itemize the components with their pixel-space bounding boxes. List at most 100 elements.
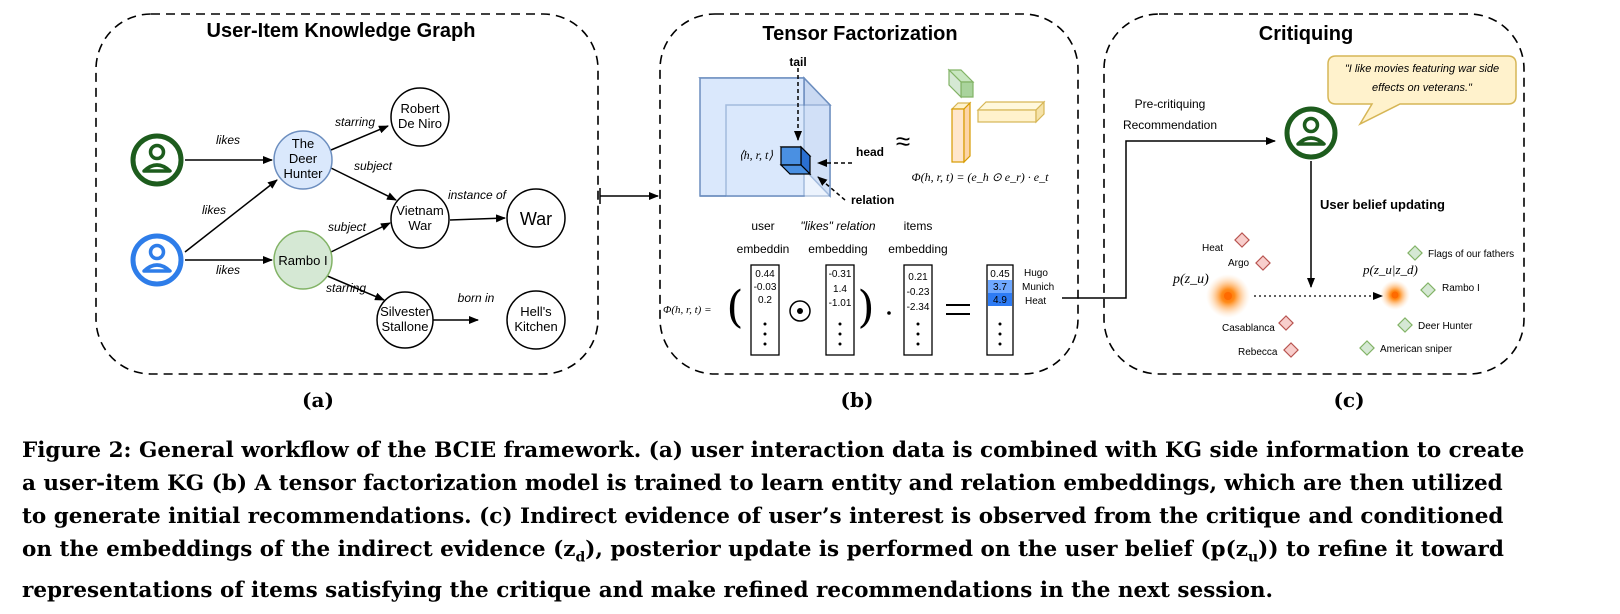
entry-cube: [779, 145, 812, 176]
green-item-label-american-sniper: American sniper: [1380, 344, 1453, 355]
items-header-2: embedding: [888, 242, 947, 256]
panel-c: Critiquing Pre-critiquing Recommendation…: [1103, 13, 1525, 412]
panel-c-label: (c): [1333, 388, 1364, 412]
speech-bubble: "I like movies featuring war side effect…: [1327, 55, 1517, 126]
relation-header-1: "likes" relation: [800, 219, 876, 233]
result-name-heat: Heat: [1025, 296, 1046, 307]
panel-b-frame: [659, 13, 1079, 375]
result-name-munich: Munich: [1022, 282, 1054, 293]
caption-line-3: to generate initial recommendations. (c)…: [22, 504, 1504, 529]
panel-a-title: User-Item Knowledge Graph: [207, 20, 476, 42]
red-item-argo: Argo: [1228, 255, 1271, 271]
edge-label-likes-3: likes: [216, 263, 240, 277]
relation-header-2: embedding: [808, 242, 867, 256]
items-header-1: items: [904, 219, 933, 233]
approx-symbol: ≈: [896, 126, 910, 156]
caption-line-2: a user-item KG (b) A tensor factorizatio…: [22, 471, 1503, 496]
red-item-label-argo: Argo: [1228, 258, 1250, 269]
relation-embedding-vector: -0.31 1.4 -1.01: [825, 264, 855, 356]
caption-line-4a: on the embeddings of the indirect eviden…: [22, 537, 576, 562]
panel-b-label: (b): [841, 388, 874, 412]
posterior-center: [1391, 291, 1399, 299]
panel-a-label: (a): [302, 388, 334, 412]
node-label-silvester-1: Silvester: [380, 304, 431, 319]
figure-caption: Figure 2: General workflow of the BCIE f…: [22, 434, 1602, 607]
tail-label: tail: [789, 55, 806, 69]
user-embedding-vector: 0.44 -0.03 0.2: [750, 264, 780, 356]
node-label-robert-2: De Niro: [398, 116, 442, 131]
node-rambo-i: Rambo I: [273, 230, 333, 290]
pre-crit-line-2: Recommendation: [1123, 118, 1217, 132]
relation-vec-2: -1.01: [829, 298, 852, 309]
speech-line-1: "I like movies featuring war side: [1345, 63, 1499, 75]
tensor-cube: [698, 76, 832, 198]
critiquing-user-icon: [1284, 106, 1338, 160]
user-vec-2: 0.2: [758, 295, 772, 306]
red-item-label-heat: Heat: [1202, 243, 1223, 254]
user-header-2: embeddin: [737, 242, 790, 256]
node-label-hells-2: Kitchen: [514, 319, 557, 334]
node-label-deer-1: The: [292, 136, 314, 151]
result-vector: 0.45 3.7 4.9: [986, 264, 1014, 356]
speech-line-2: effects on veterans.": [1372, 82, 1473, 94]
node-label-hells-1: Hell's: [520, 304, 552, 319]
tail-embedding-block: [950, 101, 972, 164]
posterior-label: p(z_u|z_d): [1362, 262, 1418, 277]
red-item-heat: Heat: [1202, 232, 1250, 254]
panel-a: User-Item Knowledge Graph likes likes li…: [95, 13, 599, 412]
caption-line-1: Figure 2: General workflow of the BCIE f…: [22, 438, 1525, 463]
user-icon-green: [130, 133, 184, 187]
belief-update-label: User belief updating: [1320, 197, 1445, 212]
green-item-label-rambo: Rambo I: [1442, 283, 1480, 294]
score-formula: Φ(h, r, t) = (e_h ⊙ e_r) · e_t: [912, 170, 1050, 184]
caption-line-4b: ), posterior update is performed on the …: [585, 537, 1248, 562]
head-embedding-block: [947, 68, 975, 99]
prior-label: p(z_u): [1172, 272, 1209, 287]
edge-starring-1: [330, 125, 389, 151]
hadamard-symbol: [789, 300, 811, 322]
result-name-hugo: Hugo: [1024, 268, 1048, 279]
edge-label-instance-of: instance of: [448, 188, 508, 202]
panel-b: Tensor Factorization tail head relation …: [659, 13, 1079, 412]
items-embedding-vector: 0.21 -0.23 -2.34: [903, 264, 933, 356]
green-item-label-deer-hunter: Deer Hunter: [1418, 321, 1473, 332]
user-vec-0: 0.44: [755, 269, 775, 280]
red-item-label-casablanca: Casablanca: [1222, 323, 1275, 334]
edge-subject-2: [330, 222, 391, 253]
items-vec-1: -0.23: [907, 287, 930, 298]
node-label-vietnam-2: War: [408, 218, 432, 233]
result-vec-2: 4.9: [993, 295, 1007, 306]
green-item-label-flags: Flags of our fathers: [1428, 249, 1514, 260]
relation-arrow: [817, 176, 846, 201]
edge-subject-1: [330, 167, 397, 201]
panel-c-title: Critiquing: [1259, 23, 1353, 45]
result-vec-0: 0.45: [990, 269, 1010, 280]
user-header-1: user: [751, 219, 774, 233]
edge-instance-of: [449, 214, 506, 223]
edge-label-likes-2: likes: [202, 203, 226, 217]
edge-label-born-in: born in: [458, 291, 495, 305]
red-item-casablanca: Casablanca: [1222, 315, 1294, 334]
node-label-deer-2: Deer: [289, 151, 318, 166]
node-label-rambo: Rambo I: [278, 253, 327, 268]
edge-starring-2: [324, 274, 385, 301]
red-item-rebecca: Rebecca: [1238, 342, 1299, 358]
caption-line-4c: )) to refine it toward: [1258, 537, 1504, 562]
edge-label-starring-1: starring: [335, 115, 375, 129]
green-item-deer-hunter: Deer Hunter: [1397, 317, 1473, 333]
open-paren: (: [726, 282, 743, 333]
relation-label: relation: [851, 193, 894, 207]
items-vec-2: -2.34: [907, 302, 930, 313]
user-icon-blue: [130, 233, 184, 287]
relation-vec-0: -0.31: [829, 269, 852, 280]
green-item-rambo: Rambo I: [1420, 282, 1480, 298]
relation-vec-1: 1.4: [833, 284, 847, 295]
